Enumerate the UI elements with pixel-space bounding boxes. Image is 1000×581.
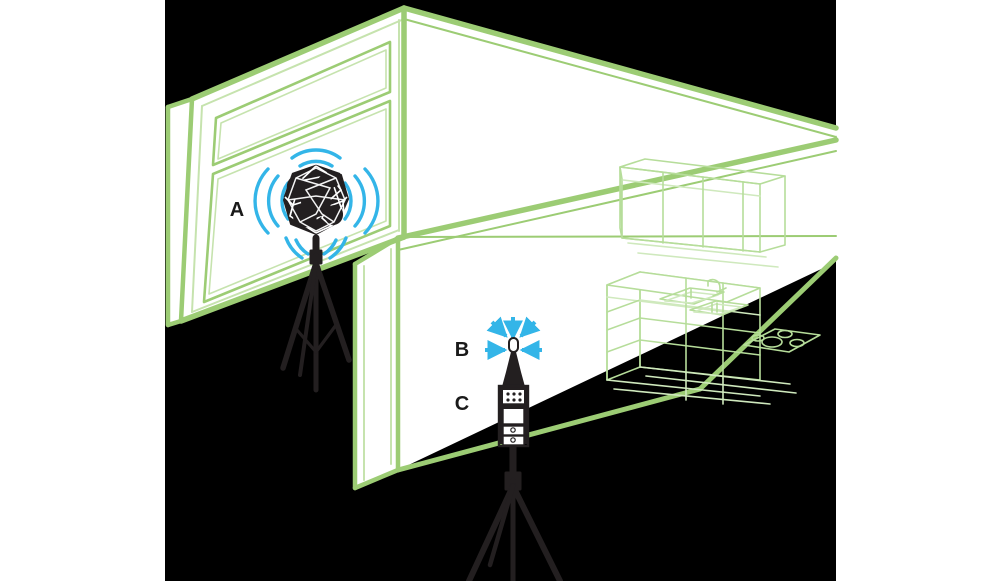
incoming-sound-arrow-icon <box>485 316 542 360</box>
tripod-icon-lower[interactable] <box>466 436 563 581</box>
counter-unit <box>606 271 771 405</box>
kitchen-fixtures <box>606 158 821 405</box>
sink-icon <box>659 287 749 316</box>
lower-room-linework <box>352 137 839 491</box>
dodecahedron-speaker-assembly[interactable] <box>253 148 380 393</box>
microphone-icon <box>508 337 519 353</box>
label-c: C <box>455 393 469 415</box>
sound-level-meter-icon[interactable] <box>497 337 530 448</box>
sound-wave-icon <box>253 148 380 260</box>
faucet-icon <box>707 278 727 297</box>
upper-room-linework <box>165 5 839 328</box>
label-a: A <box>230 199 244 221</box>
tripod-icon[interactable] <box>280 234 352 393</box>
counter-shelf-lines <box>639 366 797 405</box>
sound-level-meter-assembly[interactable] <box>466 316 563 581</box>
label-b: B <box>455 339 469 361</box>
dodecahedron-speaker-icon[interactable] <box>283 164 349 235</box>
wall-cabinet-icon <box>619 158 786 268</box>
cooktop-hob-icon <box>743 328 821 353</box>
